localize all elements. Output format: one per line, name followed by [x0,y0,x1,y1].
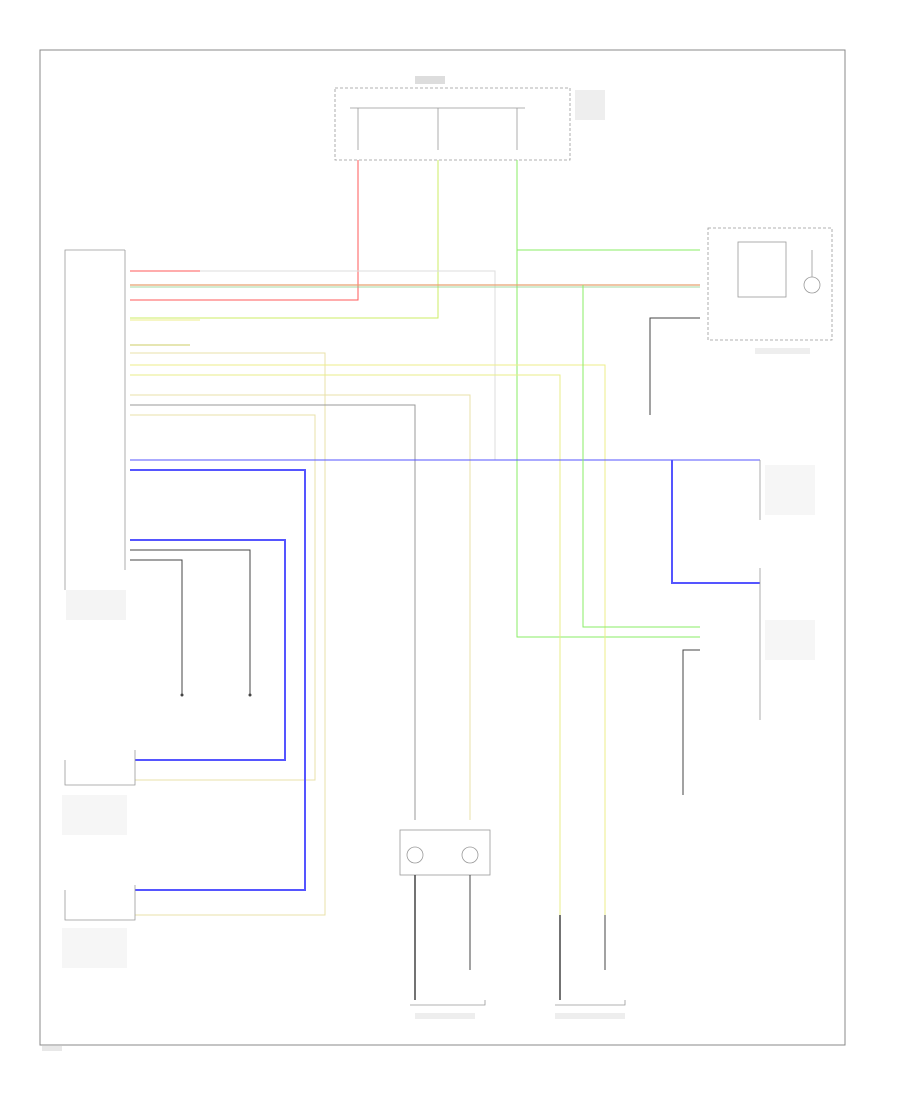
connector-right-2-label [765,620,815,660]
ground-2 [248,693,252,697]
right-front-impact-sensor [62,885,136,968]
wire-green-batt [516,160,700,638]
indicator-label [755,348,810,354]
wire-tan-2 [130,394,471,820]
belt-switch-lamp-2 [461,846,479,864]
belt-switch-lamp-1 [406,846,424,864]
srs-control-unit [64,249,126,620]
passenger-switch-base [555,1000,626,1006]
indicator-lamp-icon [803,276,821,294]
wire-green-acc [130,160,439,319]
indicator-outline [707,227,833,341]
right-sensor-label [62,928,127,968]
srs-unit-label [66,590,126,620]
wire-yellow-2 [130,374,561,915]
left-sensor-outline [64,750,136,786]
passenger-switch-label [555,1013,625,1019]
srs-unit-outline-left [64,249,125,590]
wire-tan-1 [130,352,326,916]
wire-tan-3 [130,414,316,781]
fuse-block-outline [334,87,571,161]
left-sensor-label [62,795,127,835]
connector-right-1-label [765,465,815,515]
wire-black-1 [130,549,251,695]
wire-black-indicator [649,317,700,415]
right-sensor-outline [64,885,136,921]
page-id [42,1046,62,1051]
driver-switch-base [410,1000,486,1006]
wire-blue-2 [130,469,306,891]
wire-blue-3 [130,539,286,761]
srs-indicator [707,227,833,354]
fuse-block-note [575,90,605,120]
wire-red-ign [130,160,359,301]
wire-black-2 [130,559,183,695]
wire-blue-4 [671,460,760,584]
wire-black-connector [682,649,700,795]
indicator-inner-box [737,241,787,298]
fuse-block [334,76,605,161]
wire-white-1 [200,270,496,460]
left-front-impact-sensor [62,750,136,835]
page-border [39,49,846,1046]
driver-switch-label [415,1013,475,1019]
ground-1 [180,693,184,697]
driver-belt-switch [399,829,491,1019]
fuse-block-title [415,76,445,84]
passenger-belt-switch [555,915,626,1019]
wire-gray-1 [130,404,416,820]
connector-right-1 [759,460,815,520]
connector-right-2 [759,568,815,720]
seat-belt-connector-box [399,829,491,876]
wire-yellow-1 [130,364,606,915]
wire-green-connector [582,285,700,628]
